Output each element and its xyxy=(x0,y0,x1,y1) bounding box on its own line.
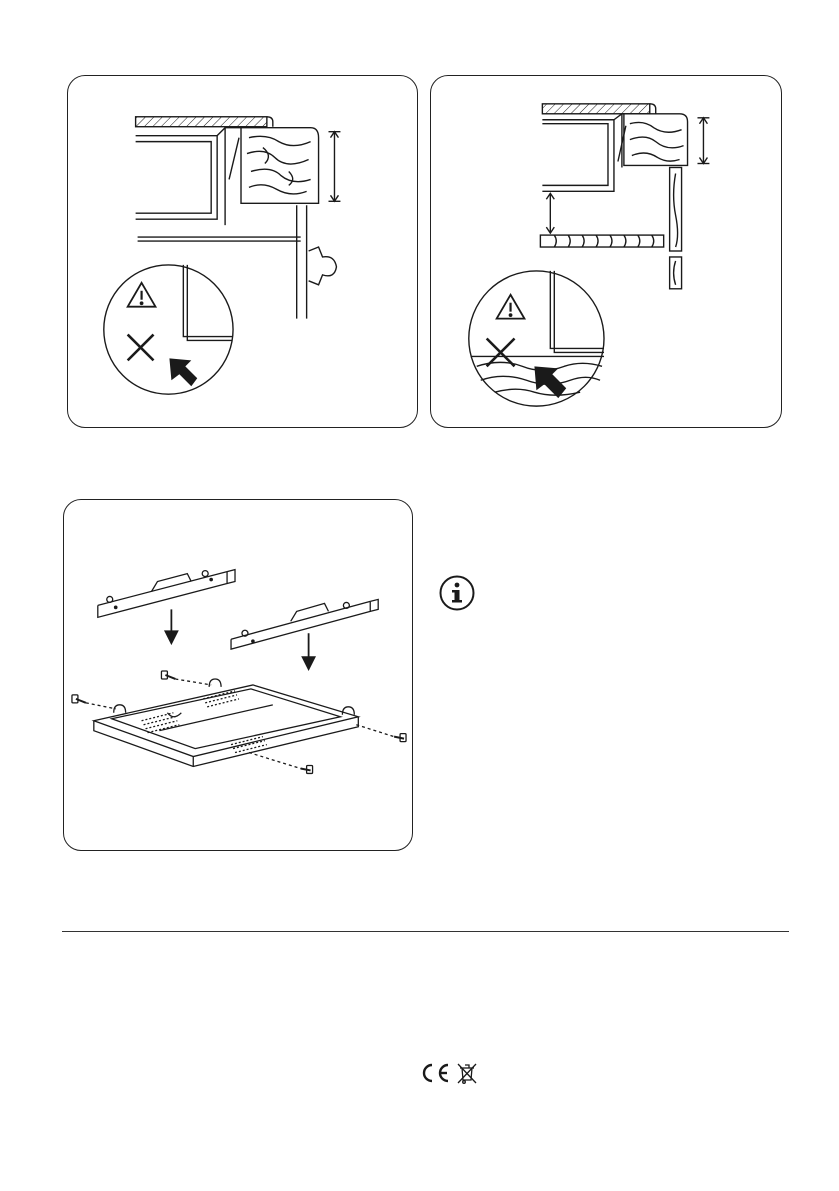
detail-magnifier xyxy=(104,265,233,394)
figure-countertop-recess xyxy=(67,75,418,428)
worktop-hatched xyxy=(542,104,649,114)
screw-icon xyxy=(161,671,175,679)
countertop-recess-drawing xyxy=(68,76,417,427)
bracket-assembly-drawing xyxy=(64,500,412,850)
screw-icon xyxy=(72,695,86,703)
screw-icon xyxy=(301,765,313,773)
figure-bracket-assembly xyxy=(63,499,413,851)
wood-beam xyxy=(624,114,688,166)
cabinet-clearance-drawing xyxy=(431,76,781,427)
down-arrow-icon xyxy=(165,609,177,643)
compliance-marks xyxy=(418,1060,480,1086)
weee-bin-icon xyxy=(458,1064,476,1083)
screw-icon xyxy=(394,734,406,742)
mounting-bracket-left xyxy=(98,570,235,618)
section-divider xyxy=(62,931,789,932)
ce-mark-icon xyxy=(424,1065,448,1081)
info-icon xyxy=(439,575,475,611)
shelf-board xyxy=(540,235,663,247)
figure-cabinet-clearance xyxy=(430,75,782,428)
down-arrow-icon xyxy=(303,633,315,669)
worktop-hatched xyxy=(136,117,267,127)
mounting-bracket-right xyxy=(231,599,378,649)
wood-beam xyxy=(241,128,319,204)
base-tray xyxy=(94,679,358,766)
